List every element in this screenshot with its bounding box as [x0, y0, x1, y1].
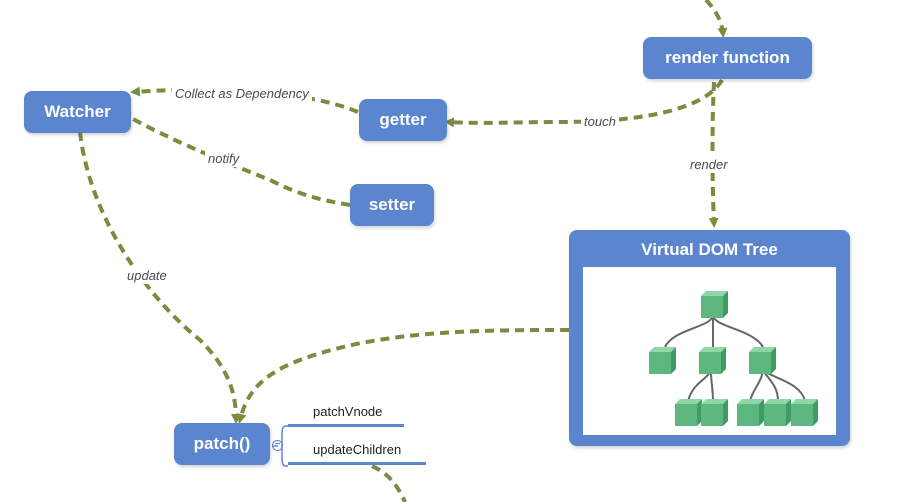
label-notify: notify [205, 151, 243, 167]
label-render: render [687, 157, 731, 173]
tree-cube-3 [749, 347, 776, 374]
edge-vdom-to-patch [236, 328, 570, 424]
patch-bracket [272, 425, 288, 467]
patch-node[interactable]: patch() [174, 423, 270, 465]
patchvnode-underline [288, 424, 404, 427]
label-update: update [124, 268, 170, 284]
label-collect-as-dependency: Collect as Dependency [172, 86, 312, 102]
tree-cube-0 [701, 291, 728, 318]
updatechildren-underline [288, 462, 426, 465]
virtual-dom-tree-node[interactable]: Virtual DOM Tree [569, 230, 850, 446]
getter-node[interactable]: getter [359, 99, 447, 141]
edge-render [708, 81, 719, 228]
patch-child-patchvnode[interactable]: patchVnode [313, 404, 383, 419]
edge-touch [444, 78, 724, 128]
render-function-node[interactable]: render function [643, 37, 812, 79]
edge-update [78, 131, 241, 424]
virtual-dom-tree-title: Virtual DOM Tree [641, 240, 778, 259]
tree-cube-5 [701, 399, 728, 426]
tree-cube-1 [649, 347, 676, 374]
setter-node[interactable]: setter [350, 184, 434, 226]
edge-notify [120, 112, 351, 207]
tree-cube-2 [699, 347, 726, 374]
tree-cube-6 [737, 399, 764, 426]
tree-cube-4 [675, 399, 702, 426]
tree-cube-8 [791, 399, 818, 426]
tree-cubes-graphic [649, 291, 818, 426]
edge-incoming-render [704, 0, 728, 38]
tree-cube-7 [764, 399, 791, 426]
virtual-dom-tree-illustration [583, 267, 836, 435]
edge-patch-trail [371, 464, 407, 502]
label-touch: touch [581, 114, 619, 130]
patch-child-updatechildren[interactable]: updateChildren [313, 442, 402, 457]
watcher-node[interactable]: Watcher [24, 91, 131, 133]
